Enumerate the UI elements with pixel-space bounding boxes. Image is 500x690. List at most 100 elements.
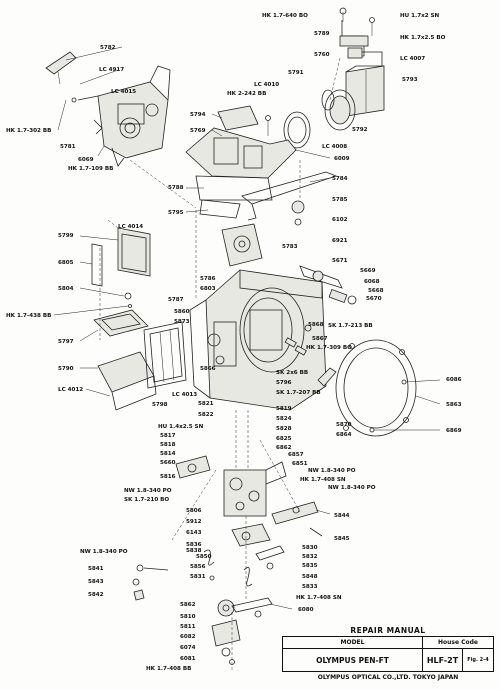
label-5769: 5769 [190, 128, 206, 134]
cam-5660 [175, 455, 211, 479]
label-hk17408sn-b: HK 1.7-408 SN [296, 595, 342, 601]
label-hk17408bb: HK 1.7-408 BB [146, 666, 191, 672]
label-5784: 5784 [332, 176, 348, 182]
house-code-value: HLF-2T [423, 649, 463, 671]
rewind-assembly-5669 [299, 265, 357, 305]
label-6803: 6803 [200, 286, 216, 292]
label-lc4014: LC 4014 [118, 224, 143, 230]
label-5845: 5845 [334, 536, 350, 542]
label-nw18340po-a: NW 1.8-340 PO [308, 468, 356, 474]
lever-5832 [255, 545, 285, 570]
label-5814: 5814 [160, 451, 176, 457]
model-header: MODEL [283, 637, 423, 649]
leader-lines [53, 46, 441, 610]
label-lc4013: LC 4013 [172, 392, 197, 398]
label-hu14x25sn: HU 1.4x2.5 SN [158, 424, 204, 430]
label-5817: 5817 [160, 433, 176, 439]
label-5822: 5822 [198, 412, 214, 418]
prism-5793 [345, 65, 385, 117]
label-5821: 5821 [198, 401, 214, 407]
label-5811: 5811 [180, 624, 196, 630]
lever-5870 [317, 367, 337, 387]
label-6825: 6825 [276, 436, 292, 442]
figure-number: Fig. 2-4 [467, 657, 489, 663]
label-5850: 5850 [196, 554, 212, 560]
label-6143: 6143 [186, 530, 202, 536]
label-5797: 5797 [58, 339, 74, 345]
label-5842: 5842 [88, 592, 104, 598]
label-5841: 5841 [88, 566, 104, 572]
label-5856: 5856 [190, 564, 206, 570]
lens-ring-5791 [283, 111, 311, 149]
label-5783: 5783 [282, 244, 298, 250]
label-lc4012: LC 4012 [58, 387, 83, 393]
label-5806: 5806 [186, 508, 202, 514]
title-table: MODEL House Code OLYMPUS PEN-FT HLF-2T F… [282, 636, 494, 672]
label-5794: 5794 [190, 112, 206, 118]
small-parts-5841 [132, 564, 169, 601]
label-5824: 5824 [276, 416, 292, 422]
model-value: OLYMPUS PEN-FT [283, 649, 423, 671]
label-hk17302bb: HK 1.7-302 BB [6, 128, 51, 134]
label-5793: 5793 [402, 77, 418, 83]
label-5792: 5792 [352, 127, 368, 133]
plate-5782 [45, 51, 77, 85]
label-sk17213bb: SK 1.7-213 BB [328, 323, 373, 329]
springs-5850 [203, 549, 215, 581]
screw-6869 [369, 427, 375, 433]
label-6857: 6857 [288, 452, 304, 458]
label-5868: 5868 [308, 322, 324, 328]
mirror-5799 [117, 227, 151, 277]
rollers-5867 [284, 324, 312, 356]
label-5867: 5867 [312, 336, 328, 342]
label-lc4008: LC 4008 [322, 144, 347, 150]
label-5836: 5836 [186, 542, 202, 548]
label-5804: 5804 [58, 286, 74, 292]
label-nw18340po-b: NW 1.8-340 PO [328, 485, 376, 491]
label-5660: 5660 [160, 460, 176, 466]
label-5819: 5819 [276, 406, 292, 412]
label-hk17x25bo: HK 1.7x2.5 BO [400, 35, 446, 41]
label-5795: 5795 [168, 210, 184, 216]
label-lc4015: LC 4015 [111, 89, 136, 95]
label-6102: 6102 [332, 217, 348, 223]
label-5789: 5789 [314, 31, 330, 37]
spring-5760 [347, 47, 383, 66]
label-sk17210bo: SK 1.7-210 BO [124, 497, 169, 503]
label-hk2242bb: HK 2-242 BB [227, 91, 266, 97]
label-5863: 5863 [446, 402, 462, 408]
label-5788: 5788 [168, 185, 184, 191]
label-5796: 5796 [276, 380, 292, 386]
label-hk17408sn-a: HK 1.7-408 SN [300, 477, 346, 483]
label-6009: 6009 [334, 156, 350, 162]
label-sk2x6bb: SK 2x6 BB [276, 370, 308, 376]
mirror-box-5783 [221, 223, 263, 267]
label-5782: 5782 [100, 45, 116, 51]
company-name: OLYMPUS OPTICAL CO.,LTD. TOKYO JAPAN [317, 674, 459, 681]
pressure-plate-5797 [93, 309, 149, 337]
label-hk17109bb: HK 1.7-109 BB [68, 166, 113, 172]
label-lc4010: LC 4010 [254, 82, 279, 88]
label-6069: 6069 [78, 157, 94, 163]
spring-5848 [243, 566, 253, 587]
label-5860: 5860 [174, 309, 190, 315]
house-code-header: House Code [423, 637, 493, 649]
label-5786: 5786 [200, 276, 216, 282]
assembly-6069 [71, 65, 171, 167]
label-5798: 5798 [152, 402, 168, 408]
label-5873: 5873 [174, 319, 190, 325]
label-hk17438bb: HK 1.7-438 BB [6, 313, 51, 319]
label-6862: 6862 [276, 445, 292, 451]
lever-5844 [271, 501, 323, 537]
gear-5862 [217, 599, 235, 617]
label-5831: 5831 [190, 574, 206, 580]
label-6081: 6081 [180, 656, 196, 662]
label-6851: 6851 [292, 461, 308, 467]
title-block: REPAIR MANUAL MODEL House Code OLYMPUS P… [282, 626, 494, 684]
knob-5785 [291, 200, 305, 214]
label-5668: 5668 [368, 288, 384, 294]
label-5870: 5870 [336, 422, 352, 428]
label-6074: 6074 [180, 645, 196, 651]
label-sk17207bb: SK 1.7-207 BB [276, 390, 321, 396]
